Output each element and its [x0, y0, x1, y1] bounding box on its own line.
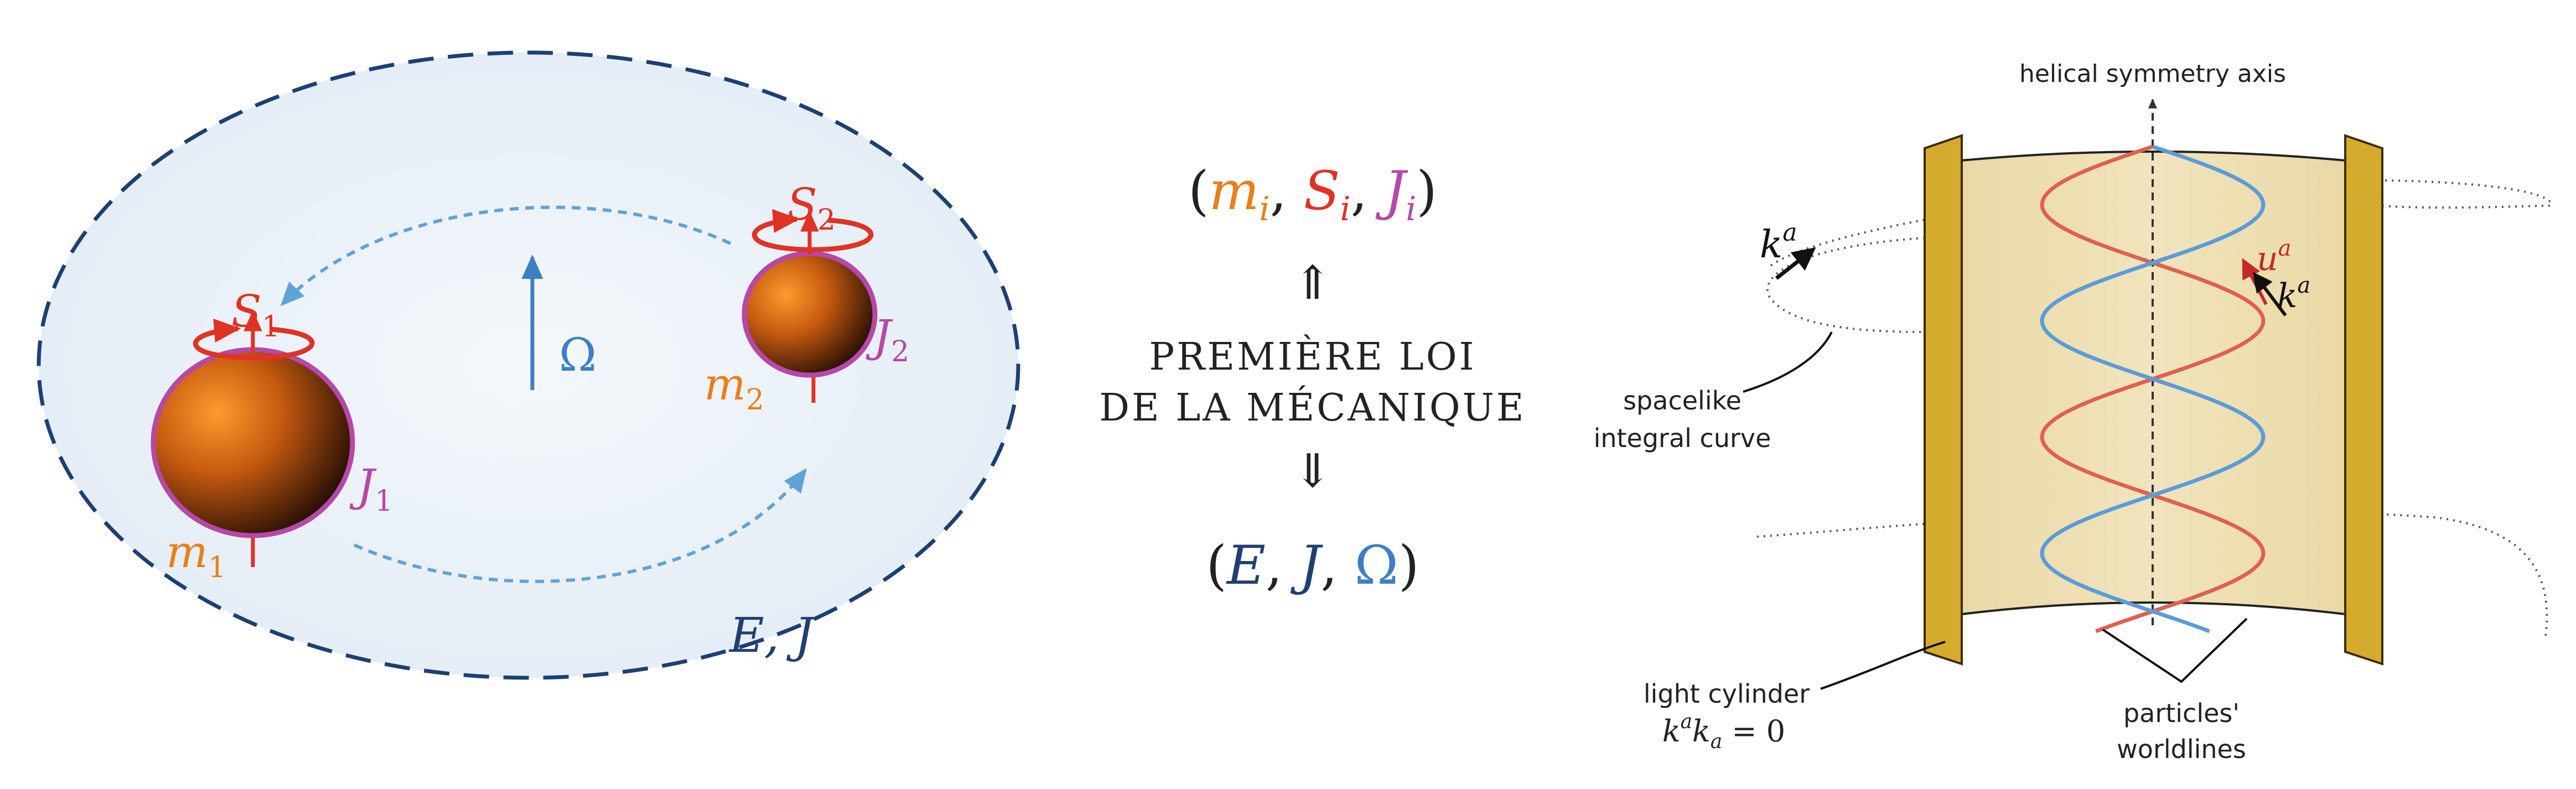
spacelike-curve-front-left — [1766, 237, 1925, 333]
body-1-sphere — [151, 347, 355, 538]
killing-vector-worldline-label: ka — [2277, 273, 2310, 315]
implies-down-arrow: ⇓ — [1293, 444, 1332, 498]
individual-quantities-tuple: (mi, Si, Ji) — [1188, 160, 1437, 229]
helical-axis-label: helical symmetry axis — [2019, 60, 2286, 88]
light-cylinder-right-band — [2344, 134, 2383, 666]
binary-system-panel: Ω S1 J1 m1 S2 J2 m2 E, J — [37, 50, 1020, 680]
killing-vector-worldline-arrow — [2252, 272, 2287, 316]
helical-symmetry-panel: ka ua ka helical symmetry axis spacelike… — [1594, 60, 2553, 764]
light-cylinder-left-band — [1924, 134, 1963, 666]
killing-vector-outer-label: ka — [1760, 219, 1797, 267]
orbit-arrow-top — [280, 205, 732, 307]
spin-label-s2: S2 — [787, 179, 836, 237]
worldlines-label-line1: particles' — [2123, 698, 2240, 728]
spacelike-curve-label-line2: integral curve — [1594, 423, 1771, 453]
mass-label-m1: m1 — [166, 526, 226, 584]
omega-label: Ω — [559, 329, 597, 382]
worldlines-leader-lines — [2102, 617, 2248, 683]
spin-ring-2 — [751, 209, 874, 252]
light-cylinder-label-line1: light cylinder — [1644, 679, 1810, 709]
spacelike-leader-line — [1743, 331, 1833, 393]
light-cylinder-top-edge — [1961, 150, 2346, 162]
implies-up-arrow: ⇑ — [1293, 256, 1332, 310]
spacelike-curve-front-upper — [2382, 204, 2553, 209]
orbit-arrow-bottom — [353, 468, 807, 583]
killing-vector-outer-arrow — [1775, 247, 1816, 280]
mass-label-m2: m2 — [704, 359, 764, 417]
worldlines-label-line2: worldlines — [2117, 734, 2246, 764]
light-cylinder-bottom-edge — [1961, 601, 2346, 615]
global-quantities-tuple: (E, J, Ω) — [1206, 534, 1419, 596]
light-cylinder-leader-line — [1820, 641, 1946, 690]
worldline-red-helix — [2040, 144, 2266, 634]
spacelike-curve-label-line1: spacelike — [1623, 386, 1741, 416]
light-cylinder-equation: kaka = 0 — [1662, 710, 1785, 753]
law-title-line-2: DE LA MÉCANIQUE — [1099, 386, 1526, 430]
system-boundary-ellipse — [37, 50, 1020, 680]
worldline-blue-helix — [2040, 144, 2266, 634]
spin-ring-1 — [193, 318, 315, 360]
law-title-line-1: PREMIÈRE LOI — [1149, 335, 1476, 379]
spin-label-s1: S1 — [231, 286, 280, 344]
first-law-panel: (mi, Si, Ji) ⇑ PREMIÈRE LOI DE LA MÉCANI… — [1099, 160, 1526, 596]
energy-momentum-label: E, J — [728, 608, 816, 663]
body-2-sphere — [742, 251, 878, 378]
